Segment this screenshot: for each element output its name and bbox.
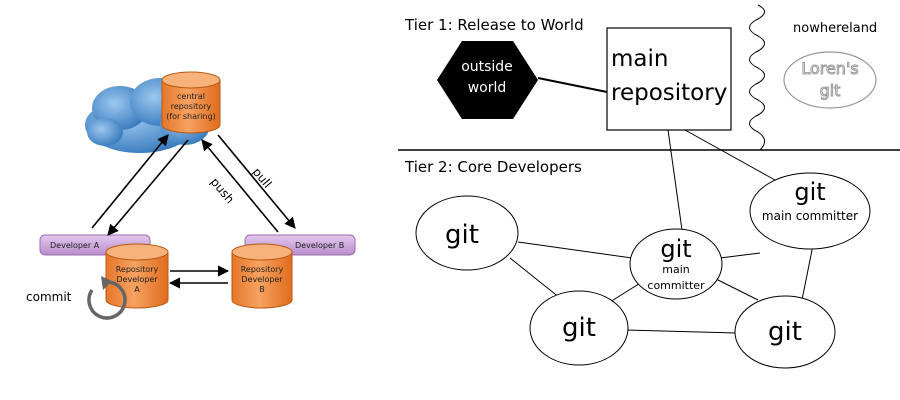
central-repo-line-1: central — [177, 92, 205, 101]
commit-cycle-icon — [87, 276, 127, 320]
repo-b-line-1: Repository — [241, 265, 284, 274]
git-left-label: git — [445, 220, 479, 250]
developer-a-label: Developer A — [50, 241, 100, 250]
git-right-sub: main committer — [762, 209, 858, 223]
pull-label: pull — [250, 165, 275, 191]
wavy-divider — [749, 4, 765, 151]
outside-world-line-2: world — [468, 80, 507, 96]
link-outside-to-main — [537, 77, 608, 93]
tier2-title: Tier 2: Core Developers — [404, 158, 582, 176]
left-workflow-diagram: central repository (for sharing) Develop… — [26, 71, 356, 320]
main-repo-line-1: main — [611, 46, 668, 72]
repo-b-line-3: B — [259, 285, 265, 294]
central-repo-line-3: (for sharing) — [166, 112, 216, 121]
tier1-title: Tier 1: Release to World — [404, 16, 584, 34]
git-node-center: git main committer — [629, 228, 723, 300]
commit-label: commit — [26, 290, 72, 304]
git-node-left: git — [415, 195, 519, 271]
repo-a-line-2: Developer — [116, 275, 158, 284]
outside-world-line-1: outside — [461, 59, 513, 75]
lorens-git-line-1: Loren's — [801, 59, 858, 78]
repo-a-line-1: Repository — [116, 265, 159, 274]
network-edges — [509, 129, 814, 334]
arrow-central-to-a — [107, 139, 189, 236]
repository-developer-b: Repository Developer B — [231, 243, 293, 309]
central-repo-line-2: repository — [171, 102, 212, 111]
nowhereland-label: nowhereland — [793, 21, 877, 36]
git-center-label: git — [660, 235, 691, 263]
arrow-push — [201, 139, 279, 233]
git-node-bottom-left: git — [529, 290, 629, 366]
main-repository-node: main repository — [606, 27, 732, 131]
main-repo-line-2: repository — [611, 80, 727, 106]
developer-b-label: Developer B — [295, 241, 344, 250]
lorens-git-line-2: git — [820, 81, 841, 100]
git-node-right: git main committer — [749, 172, 871, 250]
git-node-bottom-right: git — [734, 295, 836, 369]
git-center-sub-1: main — [662, 263, 690, 276]
repo-b-line-2: Developer — [241, 275, 283, 284]
central-repository: central repository (for sharing) — [161, 71, 221, 134]
git-bottom-right-label: git — [768, 317, 802, 347]
lorens-git-node: Loren's git — [783, 51, 877, 109]
repo-a-line-3: A — [134, 285, 140, 294]
git-center-sub-2: committer — [647, 279, 705, 292]
push-label: push — [208, 175, 237, 206]
arrow-a-to-central — [91, 134, 169, 229]
arrow-pull — [217, 134, 296, 229]
outside-world-node: outside world — [437, 41, 538, 119]
right-tier-diagram: Tier 1: Release to World outside world m… — [398, 4, 900, 369]
git-bottom-left-label: git — [562, 313, 596, 343]
repository-developer-a: Repository Developer A — [105, 243, 169, 309]
git-right-label: git — [794, 178, 825, 206]
